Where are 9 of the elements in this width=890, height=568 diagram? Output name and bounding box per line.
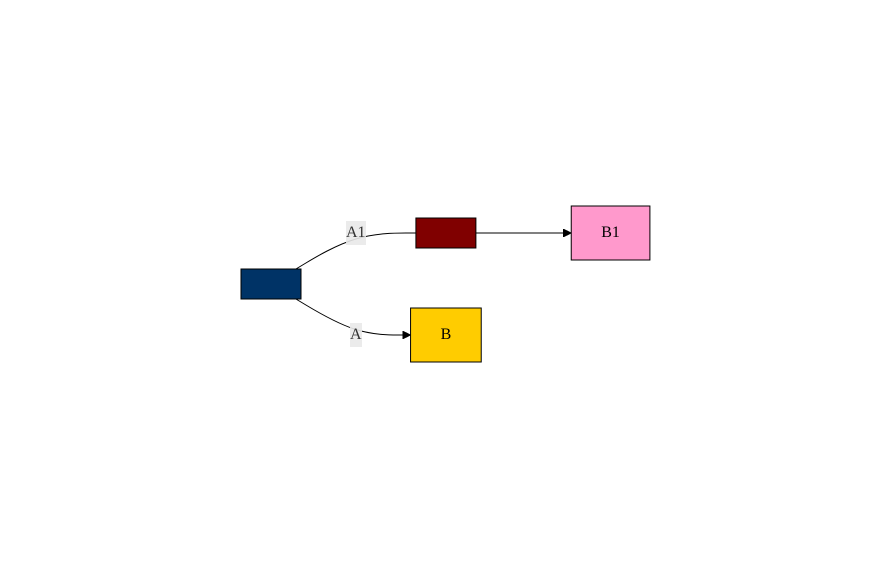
node-box xyxy=(414,218,476,248)
node-box xyxy=(240,268,302,300)
edge-label: A xyxy=(350,326,362,343)
arrow xyxy=(294,298,410,340)
node-box: B xyxy=(410,308,482,362)
edge-label: A1 xyxy=(346,224,366,241)
arrow xyxy=(474,228,572,238)
connector xyxy=(294,232,416,270)
node-box: B1 xyxy=(570,206,650,260)
